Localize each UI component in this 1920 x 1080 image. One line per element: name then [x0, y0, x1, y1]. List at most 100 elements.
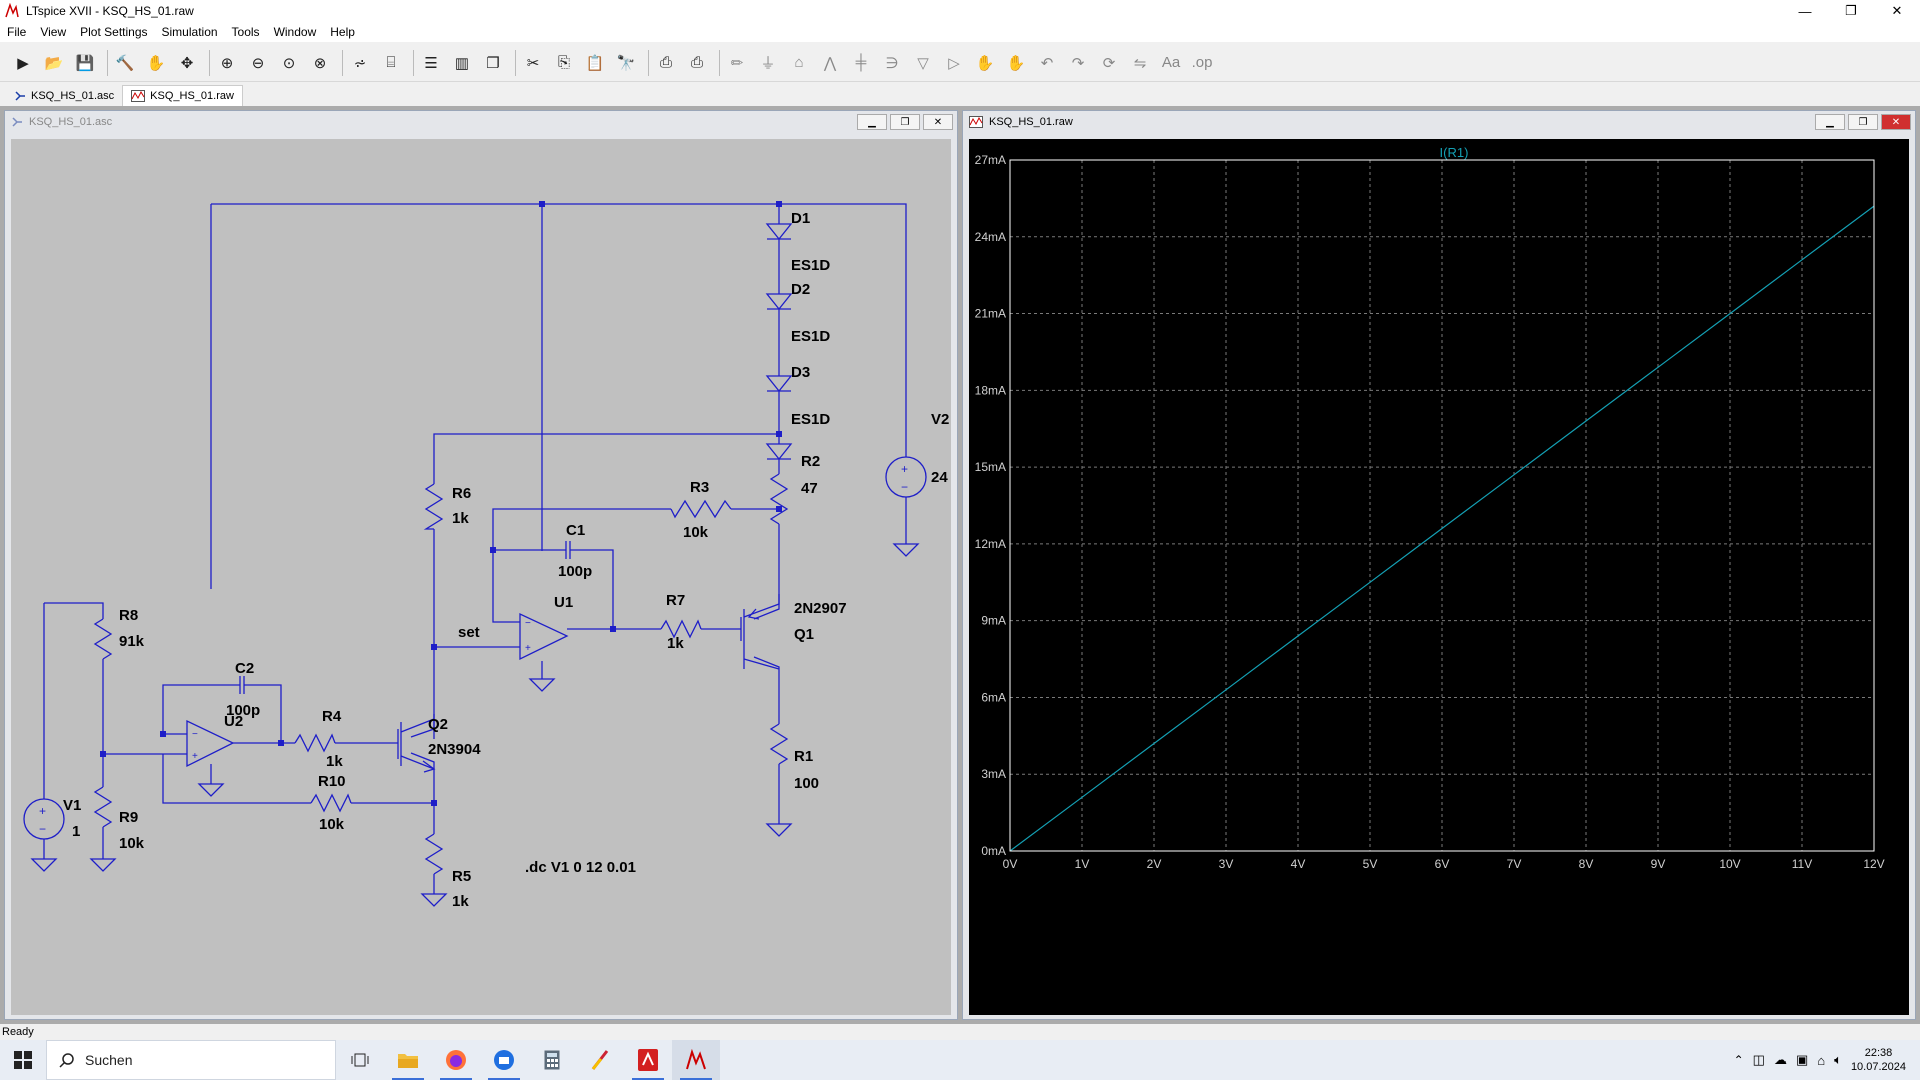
close-button[interactable]: ✕	[1891, 3, 1903, 18]
print-icon[interactable]: ⎙	[659, 54, 672, 71]
ground-icon[interactable]: ⏚	[760, 55, 776, 72]
search-icon	[59, 1053, 74, 1068]
autorange-icon[interactable]: ⩫	[353, 54, 367, 72]
tray-app-icon[interactable]: ◫	[1752, 1052, 1765, 1067]
firefox-icon	[446, 1050, 466, 1070]
label-q2-model: 2N3904	[428, 741, 481, 758]
menu-plot-settings[interactable]: Plot Settings	[80, 25, 148, 39]
x-tick-label: 12V	[1863, 857, 1884, 871]
taskbar-ltspice[interactable]	[672, 1040, 720, 1080]
component-icon[interactable]: ▷	[948, 54, 960, 72]
x-tick-label: 5V	[1363, 857, 1378, 871]
child-minimize-button[interactable]: ▁	[1815, 114, 1845, 130]
taskbar-kicad[interactable]	[576, 1040, 624, 1080]
svg-text:+: +	[525, 643, 531, 654]
child-minimize-button[interactable]: ▁	[857, 114, 887, 130]
pan-icon[interactable]: ✥	[180, 54, 194, 72]
child-restore-button[interactable]: ❐	[890, 114, 920, 130]
resistor-icon[interactable]: ⋀	[823, 54, 837, 72]
label-d3-model: ES1D	[791, 411, 830, 428]
run-icon[interactable]: ▶	[17, 54, 29, 72]
control-panel-icon[interactable]: 🔨	[115, 54, 135, 72]
toolbar-separator	[342, 49, 343, 76]
inductor-icon[interactable]: ∋	[885, 54, 899, 72]
drag-icon[interactable]: ✋	[1006, 54, 1026, 72]
spice-directive-icon[interactable]: .op	[1191, 54, 1213, 71]
diode-icon[interactable]: ▽	[917, 54, 929, 72]
clock[interactable]: 22:38 10.07.2024	[1851, 1046, 1906, 1074]
capacitor-icon[interactable]: ╪	[855, 54, 867, 71]
network-icon[interactable]: ⌂	[1817, 1052, 1826, 1068]
taskbar-thunderbird[interactable]	[480, 1040, 528, 1080]
toolbar-separator	[413, 49, 414, 76]
redo-icon[interactable]: ↷	[1071, 54, 1085, 72]
display-icon[interactable]: ▣	[1795, 1052, 1809, 1067]
print-preview-icon[interactable]: ⎙	[690, 54, 703, 71]
child-restore-button[interactable]: ❐	[1848, 114, 1878, 130]
zoom-out-icon[interactable]: ⊖	[251, 54, 265, 72]
copy-icon[interactable]: ⎘	[557, 54, 570, 71]
menu-simulation[interactable]: Simulation	[161, 25, 218, 39]
taskbar-search[interactable]: Suchen	[46, 1040, 336, 1080]
minimize-button[interactable]: —	[1798, 3, 1812, 19]
taskbar-calculator[interactable]	[528, 1040, 576, 1080]
save-icon[interactable]: 💾	[75, 54, 95, 72]
find-icon[interactable]: 🔭	[616, 54, 636, 72]
search-placeholder: Suchen	[85, 1052, 133, 1068]
open-icon[interactable]: 📂	[44, 54, 64, 72]
menu-file[interactable]: File	[7, 25, 27, 39]
menu-view[interactable]: View	[40, 25, 67, 39]
voltage-sources: + − + −	[23, 456, 927, 840]
rotate-icon[interactable]: ⟳	[1102, 54, 1116, 72]
schematic-canvas[interactable]: − + − +	[11, 139, 951, 1015]
volume-icon[interactable]: 🔈︎	[1834, 1052, 1842, 1067]
halt-icon[interactable]: ✋	[146, 54, 166, 72]
zoom-fit-icon[interactable]: ⊙	[282, 54, 296, 72]
tab-label: KSQ_HS_01.asc	[31, 89, 115, 102]
y-tick-label: 0mA	[981, 844, 1006, 858]
tab-waveform[interactable]: KSQ_HS_01.raw	[122, 85, 243, 106]
schematic-window[interactable]: KSQ_HS_01.asc ▁ ❐ ✕	[4, 110, 958, 1020]
zoom-cancel-icon[interactable]: ⊗	[313, 54, 327, 72]
chevron-up-icon[interactable]: ⌃	[1733, 1053, 1744, 1067]
onedrive-icon[interactable]: ☁	[1773, 1052, 1787, 1067]
tile-vertical-icon[interactable]: ▥	[454, 54, 470, 72]
menu-tools[interactable]: Tools	[231, 25, 260, 39]
menu-help[interactable]: Help	[330, 25, 355, 39]
system-tray: ⌃ ◫ ☁ ▣ ⌂ 🔈︎ 22:38 10.07.2024	[1734, 1040, 1920, 1080]
zoom-in-icon[interactable]: ⊕	[220, 54, 234, 72]
trace-label-i-r1[interactable]: I(R1)	[1440, 145, 1469, 160]
start-button[interactable]	[0, 1040, 46, 1080]
taskbar-firefox[interactable]	[432, 1040, 480, 1080]
plot-settings-icon[interactable]: ⌸	[386, 54, 396, 71]
text-icon[interactable]: Aa	[1161, 54, 1181, 71]
wire-icon[interactable]: ✏	[730, 54, 744, 72]
tab-schematic[interactable]: KSQ_HS_01.asc	[6, 85, 122, 106]
wires	[43, 203, 907, 894]
maximize-button[interactable]: ❐	[1845, 3, 1857, 18]
child-close-button[interactable]: ✕	[1881, 114, 1911, 130]
menu-window[interactable]: Window	[273, 25, 317, 39]
tile-horizontal-icon[interactable]: ☰	[424, 54, 438, 72]
label-r9-value: 10k	[119, 835, 145, 852]
cascade-icon[interactable]: ❐	[486, 54, 500, 72]
cut-icon[interactable]: ✂	[526, 54, 540, 72]
waveform-icon	[969, 116, 983, 128]
mirror-icon[interactable]: ⇋	[1133, 54, 1147, 72]
move-icon[interactable]: ✋	[975, 54, 995, 72]
taskbar-file-explorer[interactable]	[384, 1040, 432, 1080]
label-d2-model: ES1D	[791, 328, 830, 345]
task-view-button[interactable]	[336, 1040, 384, 1080]
taskbar-acrobat[interactable]	[624, 1040, 672, 1080]
calculator-icon	[544, 1050, 560, 1070]
label-d3: D3	[791, 364, 810, 381]
label-net-icon[interactable]: ⌂	[794, 54, 804, 71]
undo-icon[interactable]: ↶	[1040, 54, 1054, 72]
waveform-icon	[131, 90, 146, 102]
trace-i-r1[interactable]	[1009, 205, 1875, 852]
paste-icon[interactable]: 📋	[585, 54, 605, 72]
child-close-button[interactable]: ✕	[923, 114, 953, 130]
spice-directive[interactable]: .dc V1 0 12 0.01	[525, 859, 636, 876]
